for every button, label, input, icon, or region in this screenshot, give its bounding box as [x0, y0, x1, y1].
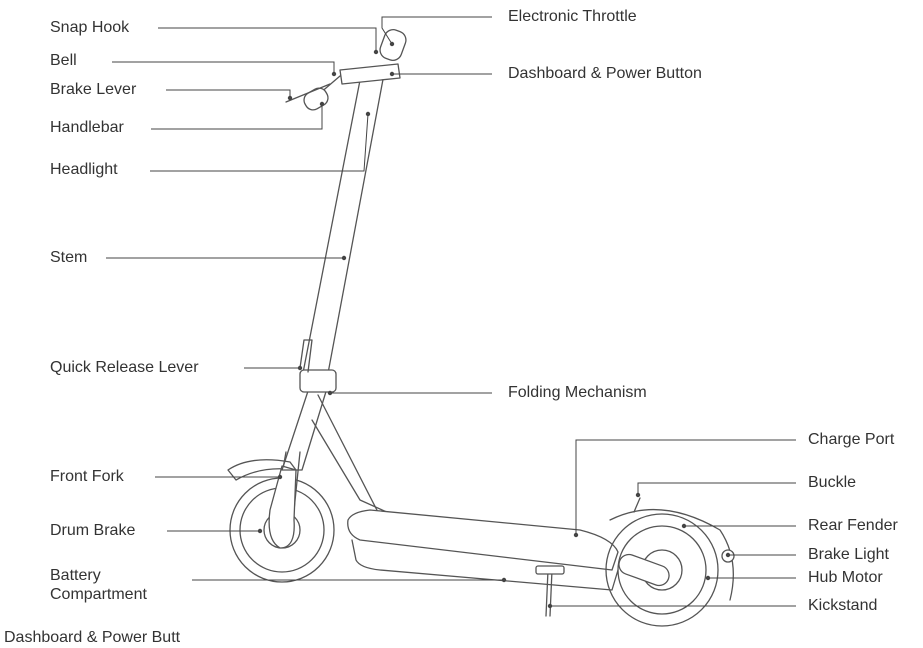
label-kickstand: Kickstand	[808, 597, 878, 614]
label-bell: Bell	[50, 52, 77, 69]
leader-throttle	[381, 16, 492, 45]
handlebar-head	[339, 63, 401, 85]
leader-dot	[297, 365, 303, 371]
folding-block	[299, 369, 337, 393]
folding-brace	[317, 394, 383, 521]
leader-dot	[373, 49, 379, 55]
kickstand-shape	[545, 569, 553, 617]
label-drum-brake: Drum Brake	[50, 522, 136, 539]
leader-dot	[331, 71, 337, 77]
label-battery-compartment: Battery Compartment	[50, 567, 147, 603]
kickstand-mount	[535, 565, 565, 575]
leader-bell	[112, 61, 335, 74]
rear-wheel-rim	[617, 525, 707, 615]
leader-dot	[389, 41, 395, 47]
front-mudguard	[227, 459, 297, 481]
rear-wheel-tire	[605, 513, 719, 627]
scooter-drawing	[227, 29, 735, 627]
fork-leg	[268, 465, 297, 549]
rear-axle-cover	[618, 553, 670, 587]
brake-lever-shape	[285, 83, 331, 103]
stem-tube	[301, 69, 385, 385]
deck-bottom	[351, 539, 619, 591]
leader-dot	[277, 474, 283, 480]
leader-lines	[106, 16, 796, 609]
leader-dot	[681, 523, 687, 529]
leader-dot	[725, 552, 731, 558]
leader-dot	[287, 95, 293, 101]
label-quick-release-lever: Quick Release Lever	[50, 359, 199, 376]
rear-fender-shape	[609, 509, 734, 601]
label-brake-light: Brake Light	[808, 546, 889, 563]
leader-brake-lever	[166, 89, 291, 98]
leader-snap-hook	[158, 27, 377, 52]
label-brake-lever: Brake Lever	[50, 81, 137, 98]
leader-dot	[319, 101, 325, 107]
leader-dot	[635, 492, 641, 498]
leader-headlight	[150, 113, 369, 172]
leader-dot	[341, 255, 347, 261]
label-handlebar: Handlebar	[50, 119, 124, 136]
leader-dot	[389, 71, 395, 77]
label-hub-motor: Hub Motor	[808, 569, 883, 586]
quick-release-shape	[299, 339, 313, 373]
label-folding-mechanism: Folding Mechanism	[508, 384, 647, 401]
leader-dot	[705, 575, 711, 581]
label-stem: Stem	[50, 249, 88, 266]
leader-handlebar	[151, 104, 323, 130]
label-front-fork: Front Fork	[50, 468, 124, 485]
leader-dot	[501, 577, 507, 583]
leader-dot	[257, 528, 263, 534]
footer-cut-label: Dashboard & Power Butt	[4, 629, 181, 646]
label-electronic-throttle: Electronic Throttle	[508, 8, 637, 25]
buckle-shape	[633, 497, 641, 513]
leader-dot	[327, 390, 333, 396]
label-buckle: Buckle	[808, 474, 857, 491]
deck-top	[347, 509, 619, 571]
label-charge-port: Charge Port	[808, 431, 895, 448]
leader-buckle	[637, 482, 796, 495]
leader-dot	[573, 532, 579, 538]
leader-dot	[365, 111, 371, 117]
label-rear-fender: Rear Fender	[808, 517, 898, 534]
head-tube	[281, 384, 329, 471]
label-snap-hook: Snap Hook	[50, 19, 130, 36]
label-headlight: Headlight	[50, 161, 118, 178]
leader-charge-port	[575, 439, 796, 535]
label-dashboard-power-button: Dashboard & Power Button	[508, 65, 702, 82]
leader-dot	[547, 603, 553, 609]
